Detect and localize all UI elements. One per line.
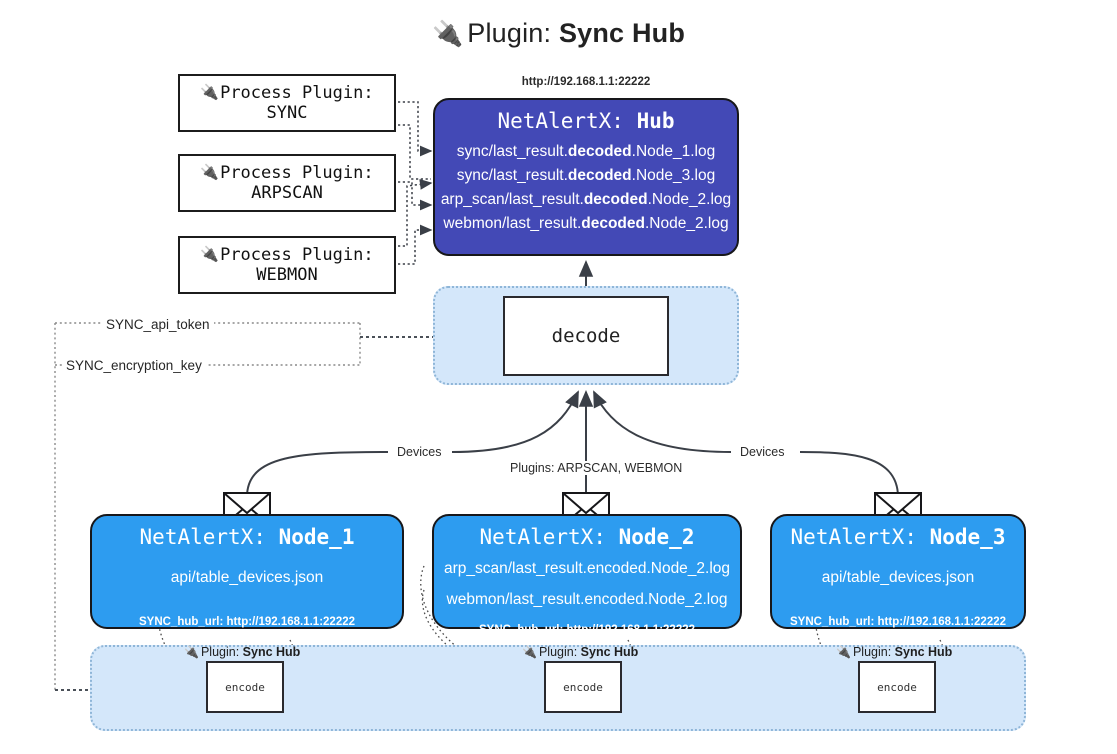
edge-label-plugins: Plugins: ARPSCAN, WEBMON	[505, 461, 688, 475]
encode-box-1[interactable]: encode	[206, 661, 284, 713]
encoder-1-plugin-label: 🔌Plugin: Sync Hub	[184, 645, 301, 659]
encoder-3-plugin-label: 🔌Plugin: Sync Hub	[836, 645, 953, 659]
page-title: 🔌Plugin: Sync Hub	[0, 18, 1117, 49]
hub-log-4: webmon/last_result.decoded.Node_2.log	[443, 215, 729, 233]
hub-log-1: sync/last_result.decoded.Node_1.log	[456, 143, 716, 160]
node-3-title: NetAlertX: Node_3	[790, 525, 1006, 549]
plug-icon: 🔌	[200, 163, 220, 182]
page-title-name: Sync Hub	[558, 18, 686, 48]
hub-url-label: http://192.168.1.1:22222	[521, 76, 651, 88]
node-2-line-2: webmon/last_result.encoded.Node_2.log	[446, 591, 728, 609]
node-1-title: NetAlertX: Node_1	[139, 525, 355, 549]
edge-label-devices-left: Devices	[392, 445, 447, 459]
node-1[interactable]: NetAlertX: Node_1 api/table_devices.json…	[90, 514, 404, 629]
plug-icon: 🔌	[836, 645, 851, 659]
process-plugin-arpscan-line2: ARPSCAN	[251, 183, 323, 203]
process-plugin-arpscan-line1: Process Plugin:	[220, 162, 374, 183]
plug-icon: 🔌	[522, 645, 537, 659]
hub-title-name: Hub	[636, 109, 675, 133]
sync-encryption-key-label: SYNC_encryption_key	[62, 358, 206, 373]
process-plugin-webmon-line2: WEBMON	[256, 265, 318, 285]
plug-icon: 🔌	[431, 20, 464, 48]
hub-title: NetAlertX: Hub	[497, 109, 674, 133]
node-2-hub-url: SYNC_hub_url: http://192.168.1.1:22222	[478, 623, 696, 636]
sync-api-token-label: SYNC_api_token	[102, 317, 214, 332]
hub-title-prefix: NetAlertX:	[497, 109, 637, 133]
process-plugin-sync-box[interactable]: 🔌Process Plugin: SYNC	[178, 74, 396, 132]
edge-label-devices-right: Devices	[735, 445, 790, 459]
page-title-prefix: Plugin:	[467, 18, 552, 48]
node-3-line-1: api/table_devices.json	[821, 569, 975, 586]
node-3-hub-url: SYNC_hub_url: http://192.168.1.1:22222	[789, 616, 1007, 629]
encode-box-3[interactable]: encode	[858, 661, 936, 713]
plug-icon: 🔌	[184, 645, 199, 659]
node-2[interactable]: NetAlertX: Node_2 arp_scan/last_result.e…	[432, 514, 742, 636]
process-plugin-arpscan-box[interactable]: 🔌Process Plugin: ARPSCAN	[178, 154, 396, 212]
process-plugin-webmon-box[interactable]: 🔌Process Plugin: WEBMON	[178, 236, 396, 294]
hub-log-2: sync/last_result.decoded.Node_3.log	[456, 167, 716, 185]
node-2-title: NetAlertX: Node_2	[479, 525, 695, 549]
plug-icon: 🔌	[200, 245, 220, 264]
hub-node[interactable]: NetAlertX: Hub sync/last_result.decoded.…	[433, 98, 739, 256]
node-3[interactable]: NetAlertX: Node_3 api/table_devices.json…	[770, 514, 1026, 629]
decode-box[interactable]: decode	[503, 296, 669, 376]
node-1-hub-url: SYNC_hub_url: http://192.168.1.1:22222	[138, 616, 356, 629]
plug-icon: 🔌	[200, 83, 220, 102]
process-plugin-sync-line2: SYNC	[266, 103, 308, 123]
node-1-line-1: api/table_devices.json	[170, 569, 324, 586]
process-plugin-webmon-line1: Process Plugin:	[220, 244, 374, 265]
node-2-line-1: arp_scan/last_result.encoded.Node_2.log	[443, 560, 731, 577]
hub-log-3: arp_scan/last_result.decoded.Node_2.log	[440, 191, 732, 209]
encode-box-2[interactable]: encode	[544, 661, 622, 713]
encoder-2-plugin-label: 🔌Plugin: Sync Hub	[522, 645, 639, 659]
process-plugin-sync-line1: Process Plugin:	[220, 82, 374, 103]
